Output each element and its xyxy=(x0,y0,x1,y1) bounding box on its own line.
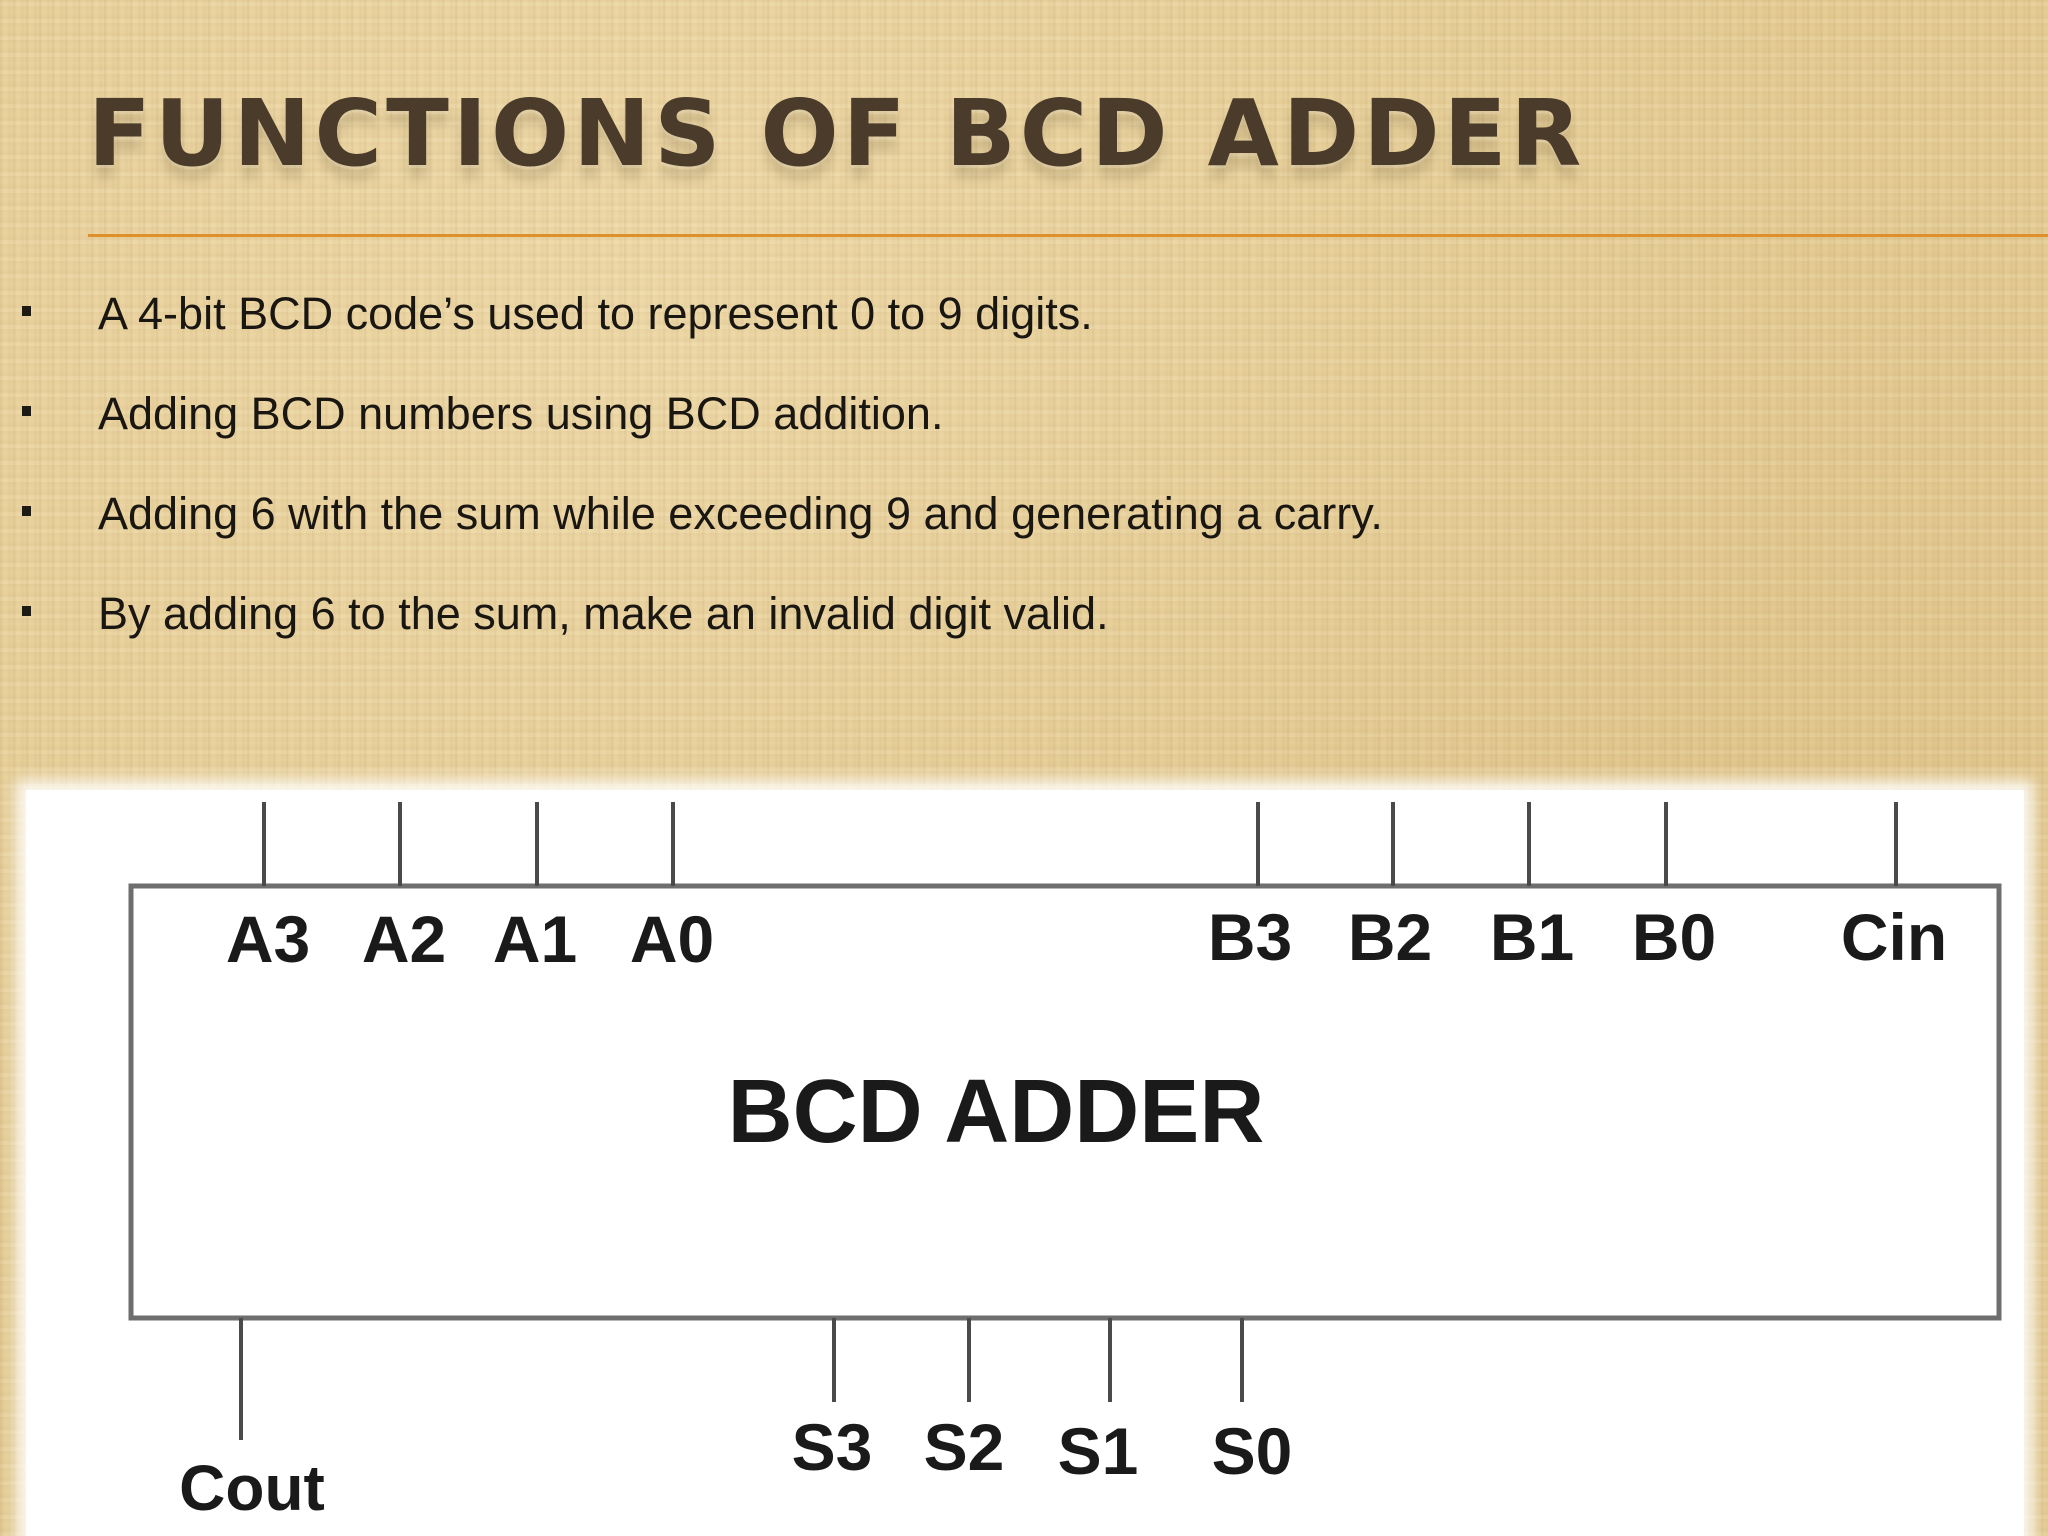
bullet-item: Adding BCD numbers using BCD addition. xyxy=(0,384,2048,484)
pin-label: B0 xyxy=(1632,900,1716,974)
bullet-text: Adding 6 with the sum while exceeding 9 … xyxy=(98,488,1383,539)
pin-label: S1 xyxy=(1058,1414,1139,1488)
pin-label: B3 xyxy=(1208,900,1292,974)
bullet-item: A 4-bit BCD code’s used to represent 0 t… xyxy=(0,284,2048,384)
bullet-text: Adding BCD numbers using BCD addition. xyxy=(98,388,944,439)
pin-label: B1 xyxy=(1490,900,1574,974)
bcd-adder-diagram: A3 A2 A1 A0 B3 B2 B1 B0 Cin BCD ADDER S3… xyxy=(128,802,2002,1524)
pin-label: B2 xyxy=(1348,900,1432,974)
bullet-marker-icon xyxy=(22,606,31,616)
bullet-item: By adding 6 to the sum, make an invalid … xyxy=(0,584,2048,684)
bullet-marker-icon xyxy=(22,306,31,316)
adder-block xyxy=(128,883,2002,1321)
pin-label: S3 xyxy=(792,1410,873,1484)
pin-label: S2 xyxy=(924,1410,1005,1484)
block-label: BCD ADDER xyxy=(728,1062,1265,1162)
pin-label: A0 xyxy=(630,902,714,976)
title-underline xyxy=(88,234,2048,237)
bullet-marker-icon xyxy=(22,406,31,416)
bullet-text: By adding 6 to the sum, make an invalid … xyxy=(98,588,1109,639)
pin-label: A2 xyxy=(362,902,446,976)
bullet-text: A 4-bit BCD code’s used to represent 0 t… xyxy=(98,288,1093,339)
pin-label: S0 xyxy=(1212,1414,1293,1488)
bullet-marker-icon xyxy=(22,506,31,516)
bullet-list: A 4-bit BCD code’s used to represent 0 t… xyxy=(0,284,2048,684)
pin-label: Cin xyxy=(1841,900,1947,974)
pin-label: A1 xyxy=(493,902,577,976)
pin-label-cout: Cout xyxy=(179,1452,325,1524)
bullet-item: Adding 6 with the sum while exceeding 9 … xyxy=(0,484,2048,584)
bcd-adder-diagram-panel: A3 A2 A1 A0 B3 B2 B1 B0 Cin BCD ADDER S3… xyxy=(26,790,2024,1536)
pin-label: A3 xyxy=(226,902,310,976)
slide-title: Functions of BCD Adder xyxy=(88,80,1586,187)
